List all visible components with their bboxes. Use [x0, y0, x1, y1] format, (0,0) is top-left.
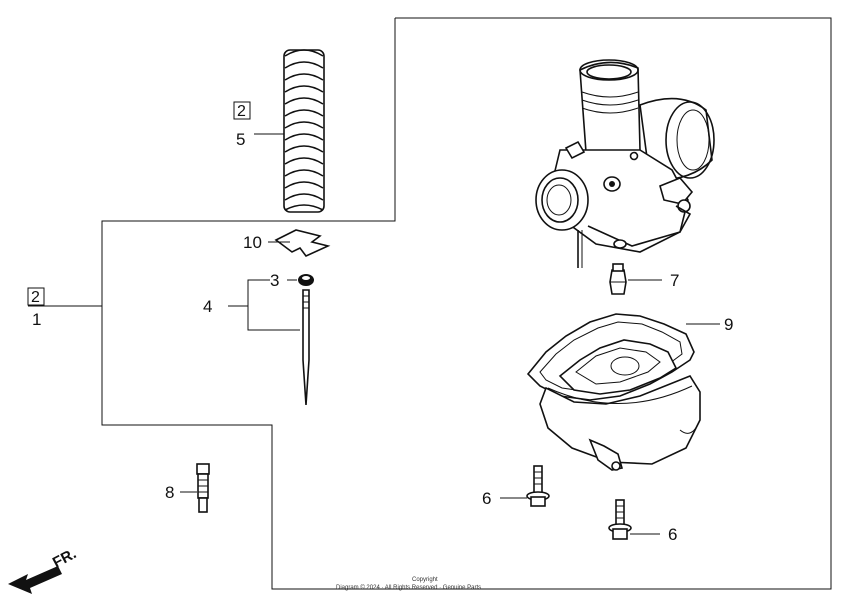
float-chamber-part [539, 339, 701, 471]
float-chamber-screw-part [608, 499, 632, 540]
callout-6-lower: 6 [668, 525, 677, 544]
callout-6-upper: 6 [482, 489, 491, 508]
front-direction-label: FR. [50, 545, 79, 571]
main-jet-part [609, 263, 627, 295]
callout-2-assembly-qty: 2 [31, 289, 40, 306]
front-direction-arrow-icon [8, 566, 62, 594]
callout-10: 10 [243, 233, 262, 252]
jet-needle-part [302, 289, 310, 406]
pilot-screw-part [196, 463, 210, 513]
callout-7: 7 [670, 271, 679, 290]
boxed-qty-marker [233, 101, 251, 120]
assembly-outline-frame [101, 17, 832, 590]
float-chamber-screw-part [526, 465, 550, 507]
clip-part [274, 229, 331, 257]
spring-part [283, 49, 325, 213]
callout-1: 1 [32, 310, 41, 329]
callout-2-spring-qty: 2 [237, 103, 246, 120]
callout-5: 5 [236, 130, 245, 149]
boxed-qty-marker [27, 287, 45, 306]
callout-8: 8 [165, 483, 174, 502]
needle-clip-part [298, 274, 314, 286]
copyright-notice: Diagram © 2024 · All Rights Reserved · G… [336, 584, 481, 591]
copyright-title: Copyright [412, 577, 438, 583]
callout-4: 4 [203, 297, 212, 316]
callout-3: 3 [270, 271, 279, 290]
callout-9: 9 [724, 315, 733, 334]
carburetor-body-part [535, 59, 715, 268]
